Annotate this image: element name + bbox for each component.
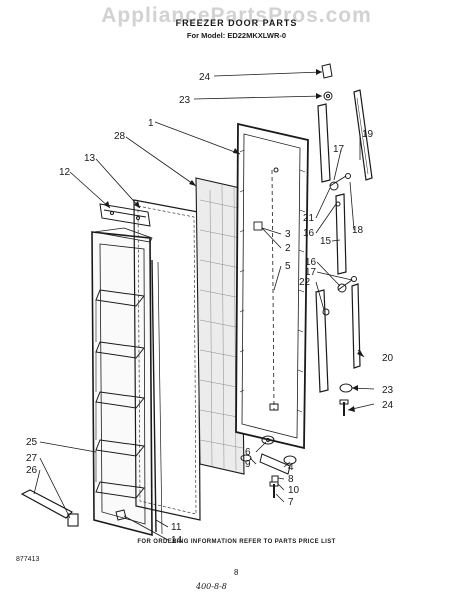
- callout-25: 25: [26, 437, 38, 448]
- callout-24-top: 24: [199, 72, 211, 83]
- page-number: 8: [234, 568, 239, 577]
- callout-17-lower: 17: [305, 267, 317, 278]
- page-title: FREEZER DOOR PARTS: [175, 18, 298, 28]
- callout-3: 3: [285, 229, 291, 240]
- callout-12: 12: [59, 167, 71, 178]
- leader-arrowheads: [104, 69, 364, 412]
- top-fasteners: [321, 63, 333, 101]
- door-gasket: [133, 199, 201, 521]
- callout-27: 27: [26, 453, 38, 464]
- callout-17-upper: 17: [333, 144, 345, 155]
- callout-6: 6: [245, 447, 251, 458]
- callout-11: 11: [171, 522, 182, 533]
- callout-14: 14: [171, 535, 183, 546]
- callout-labels: 24 23 1 28 13 12 3 2 5 19 17 18 21 16 15…: [26, 72, 394, 546]
- callout-23-top: 23: [179, 95, 191, 106]
- callout-21: 21: [303, 213, 315, 224]
- callout-18: 18: [352, 225, 364, 236]
- breaker-strip: [151, 259, 163, 535]
- handle-trim-lower: [351, 283, 361, 369]
- callout-19: 19: [362, 129, 374, 140]
- callout-1: 1: [148, 118, 154, 129]
- callout-8: 8: [288, 474, 294, 485]
- callout-7: 7: [288, 497, 294, 508]
- handle-upper: [317, 103, 351, 275]
- handle-trim-strip: [353, 89, 373, 181]
- callout-26: 26: [26, 465, 38, 476]
- leader-lines: [33, 71, 375, 541]
- bottom-fasteners: [339, 383, 353, 416]
- callout-16-upper: 16: [303, 228, 315, 239]
- outer-door-panel: [235, 122, 309, 450]
- callout-5: 5: [285, 261, 291, 272]
- model-subtitle: For Model: ED22MKXLWR-0: [186, 31, 287, 40]
- door-liner: [91, 227, 153, 537]
- document-number: 877413: [16, 556, 40, 563]
- callout-15: 15: [320, 236, 332, 247]
- insulation-panel: [195, 177, 245, 475]
- callout-10: 10: [288, 485, 300, 496]
- callout-20: 20: [382, 353, 394, 364]
- callout-24-bottom: 24: [382, 400, 394, 411]
- clip-part: [115, 509, 127, 521]
- callout-4: 4: [288, 462, 294, 473]
- top-bracket: [99, 203, 151, 227]
- callout-23-bottom: 23: [382, 385, 394, 396]
- callout-2: 2: [285, 243, 291, 254]
- ordering-note: FOR ORDERING INFORMATION REFER TO PARTS …: [137, 539, 336, 545]
- handwritten-note: 400-8-8: [196, 582, 227, 591]
- callout-22: 22: [299, 277, 311, 288]
- callout-28: 28: [114, 131, 126, 142]
- callout-16-lower: 16: [305, 257, 317, 268]
- handle-lower: [315, 276, 357, 393]
- callout-13: 13: [84, 153, 96, 164]
- callout-9: 9: [245, 459, 251, 470]
- bottom-trim: [20, 489, 79, 527]
